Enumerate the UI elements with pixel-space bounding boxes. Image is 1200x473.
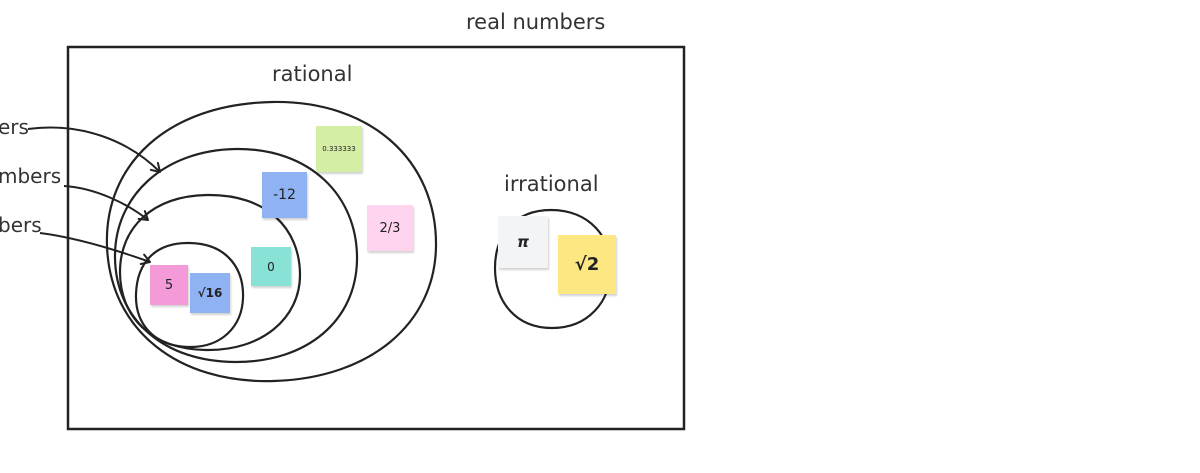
sticky-note-two-thirds[interactable]: 2/3 [367, 205, 413, 251]
sticky-note-negative-twelve[interactable]: -12 [262, 172, 307, 218]
integers-side-label: ers [0, 115, 29, 139]
natural-numbers-side-label: bers [0, 213, 42, 237]
sticky-note-sqrt-sixteen[interactable]: √16 [190, 273, 230, 313]
sticky-note-zero[interactable]: 0 [251, 247, 291, 286]
whole-numbers-side-label: mbers [0, 164, 62, 188]
rational-circle [105, 100, 438, 383]
natural-numbers-circle [134, 241, 245, 349]
sticky-note-sqrt-two[interactable]: √2 [558, 235, 616, 294]
irrational-label: irrational [504, 172, 599, 196]
whole-numbers-circle [118, 193, 302, 352]
real-numbers-label: real numbers [466, 10, 606, 34]
integers-circle [113, 147, 359, 364]
arrow-to-whole-numbers [63, 185, 149, 221]
sticky-note-pi[interactable]: π [498, 216, 548, 268]
arrow-to-integers [27, 126, 161, 173]
sticky-note-five[interactable]: 5 [150, 265, 188, 305]
arrow-to-natural-numbers [39, 232, 151, 266]
rational-label: rational [272, 62, 353, 86]
sticky-note-decimal[interactable]: 0.333333 [316, 126, 362, 172]
